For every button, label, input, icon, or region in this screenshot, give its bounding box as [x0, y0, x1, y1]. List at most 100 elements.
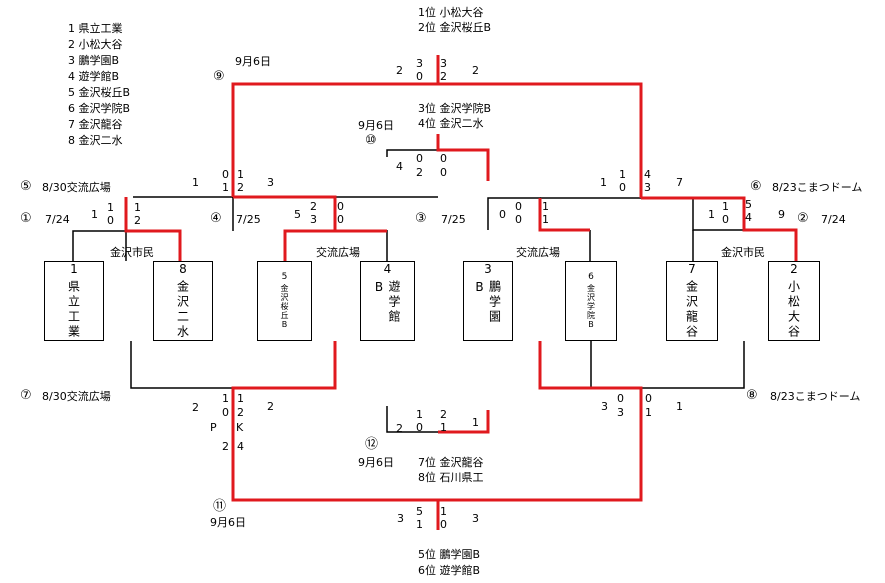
- score-value: 2: [396, 64, 403, 77]
- match-label: ②: [797, 211, 809, 226]
- score-value: 1: [107, 201, 114, 214]
- score-value: 7: [676, 176, 683, 189]
- team-box: 1 県立工業: [44, 261, 104, 341]
- match-date: 7/24: [821, 213, 846, 226]
- match-label: ③: [415, 211, 427, 226]
- team-seed: 8: [179, 262, 187, 276]
- result-seventh: 7位 金沢龍谷: [418, 456, 484, 469]
- score-value: 1: [619, 168, 626, 181]
- bracket-line: [641, 341, 745, 389]
- score-value: 0: [645, 392, 652, 405]
- score-value: 3: [644, 181, 651, 194]
- team-name: 小松大谷: [786, 280, 801, 340]
- result-second: 2位 金沢桜丘B: [418, 21, 492, 34]
- match-label: ⑦: [20, 388, 32, 403]
- legend-item: 4 遊学館B: [68, 70, 120, 83]
- winner-path: [438, 386, 643, 502]
- team-seed: 7: [688, 262, 696, 276]
- winner-path: [231, 55, 440, 197]
- score-value: 0: [440, 166, 447, 179]
- legend-item: 8 金沢二水: [68, 134, 123, 147]
- score-value: 0: [337, 200, 344, 213]
- score-value: 1: [440, 421, 447, 434]
- team-box: 5 金沢桜丘B: [257, 261, 312, 341]
- match-info: 8/30交流広場: [42, 181, 111, 194]
- score-value: 1: [192, 176, 199, 189]
- team-name: 金沢二水: [175, 280, 190, 340]
- score-value: 2: [416, 166, 423, 179]
- score-value: 4: [745, 211, 752, 224]
- score-value: 0: [515, 213, 522, 226]
- bracket-line: [72, 230, 127, 261]
- score-value: 1: [134, 201, 141, 214]
- score-value: 1: [600, 176, 607, 189]
- score-value: 5: [745, 198, 752, 211]
- match-date: 7/25: [236, 213, 261, 226]
- winner-path: [436, 134, 490, 181]
- score-value: 2: [440, 70, 447, 83]
- score-value: 4: [396, 160, 403, 173]
- score-value: 0: [222, 168, 229, 181]
- team-box: 4 遊学館B: [360, 261, 415, 341]
- bracket-line: [130, 341, 233, 389]
- bracket-line: [386, 149, 438, 157]
- score-value: 0: [416, 421, 423, 434]
- team-name: 金沢桜丘B: [280, 284, 289, 330]
- match-info: 8/23こまつドーム: [772, 181, 863, 194]
- team-seed: 5: [281, 272, 288, 282]
- score-value: 2: [222, 440, 229, 453]
- score-value: 9: [778, 208, 785, 221]
- team-seed: 2: [790, 262, 798, 276]
- score-value: 0: [416, 152, 423, 165]
- match-label: ⑩: [365, 133, 377, 148]
- score-value: 3: [310, 213, 317, 226]
- match-label: ⑤: [20, 179, 32, 194]
- score-value: 0: [515, 200, 522, 213]
- score-value: 2: [237, 181, 244, 194]
- score-value: 5: [416, 505, 423, 518]
- score-value: 4: [644, 168, 651, 181]
- score-value: 2: [267, 400, 274, 413]
- score-value: 1: [237, 392, 244, 405]
- team-name: 金沢龍谷: [684, 280, 699, 340]
- legend-item: 6 金沢学院B: [68, 102, 131, 115]
- score-value: 1: [722, 200, 729, 213]
- score-value: 1: [222, 181, 229, 194]
- team-seed: 1: [70, 262, 78, 276]
- score-value: 3: [416, 57, 423, 70]
- match-label: ⑫: [365, 437, 379, 452]
- score-value: 2: [472, 64, 479, 77]
- legend-item: 2 小松大谷: [68, 38, 123, 51]
- team-name: 鵬学園B: [472, 280, 502, 325]
- venue-label: 金沢市民: [721, 246, 765, 259]
- score-value: 5: [294, 208, 301, 221]
- score-value: 0: [337, 213, 344, 226]
- score-value: 1: [237, 168, 244, 181]
- score-value: 3: [440, 57, 447, 70]
- winner-path: [641, 196, 798, 261]
- venue-label: 交流広場: [316, 246, 360, 259]
- result-first: 1位 小松大谷: [418, 6, 484, 19]
- legend-item: 5 金沢桜丘B: [68, 86, 131, 99]
- winner-path: [538, 198, 590, 232]
- score-value: 0: [222, 406, 229, 419]
- score-value: 1: [472, 416, 479, 429]
- score-value: 2: [310, 200, 317, 213]
- team-seed: 4: [383, 262, 392, 276]
- score-value: 0: [617, 392, 624, 405]
- venue-label: 交流広場: [516, 246, 560, 259]
- bracket-line: [487, 197, 541, 230]
- score-value: 0: [499, 208, 506, 221]
- match-label: ④: [210, 211, 222, 226]
- match-label: ⑥: [750, 179, 762, 194]
- score-value: 1: [222, 392, 229, 405]
- score-value: 1: [645, 406, 652, 419]
- result-sixth: 6位 遊学館B: [418, 564, 481, 577]
- winner-path: [124, 197, 182, 261]
- score-value: 3: [397, 512, 404, 525]
- winner-path: [538, 341, 591, 390]
- score-value: 0: [619, 181, 626, 194]
- score-value: K: [236, 421, 244, 434]
